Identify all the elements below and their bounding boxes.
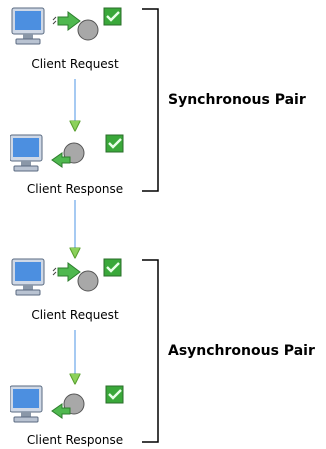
checkbox-checked-icon — [105, 385, 124, 404]
outgoing-arrow-icon — [52, 262, 99, 292]
step-client-request[interactable]: Client Request — [10, 257, 140, 322]
monitor-icon — [11, 258, 45, 296]
step-client-response[interactable]: Client Response — [10, 384, 140, 447]
checkbox-checked-icon — [103, 258, 122, 277]
bracket-asynchronous — [142, 259, 159, 443]
checkbox-checked-icon — [105, 134, 124, 153]
group-label: Asynchronous Pair — [168, 343, 315, 359]
incoming-arrow-icon — [51, 393, 85, 419]
monitor-icon — [11, 7, 45, 45]
step-client-response[interactable]: Client Response — [10, 133, 140, 196]
outgoing-arrow-icon — [52, 11, 99, 41]
step-label: Client Request — [31, 308, 119, 322]
group-label: Synchronous Pair — [168, 92, 306, 108]
step-client-request[interactable]: Client Request — [10, 6, 140, 71]
client-response-icon — [10, 134, 124, 172]
incoming-arrow-icon — [51, 142, 85, 168]
monitor-icon — [10, 385, 43, 423]
client-response-icon — [10, 385, 124, 423]
monitor-icon — [10, 134, 43, 172]
client-request-icon — [11, 7, 122, 45]
step-label: Client Response — [26, 433, 124, 447]
checkbox-checked-icon — [103, 7, 122, 26]
step-label: Client Request — [31, 57, 119, 71]
client-request-icon — [11, 258, 122, 296]
step-label: Client Response — [26, 182, 124, 196]
bracket-synchronous — [142, 8, 159, 192]
